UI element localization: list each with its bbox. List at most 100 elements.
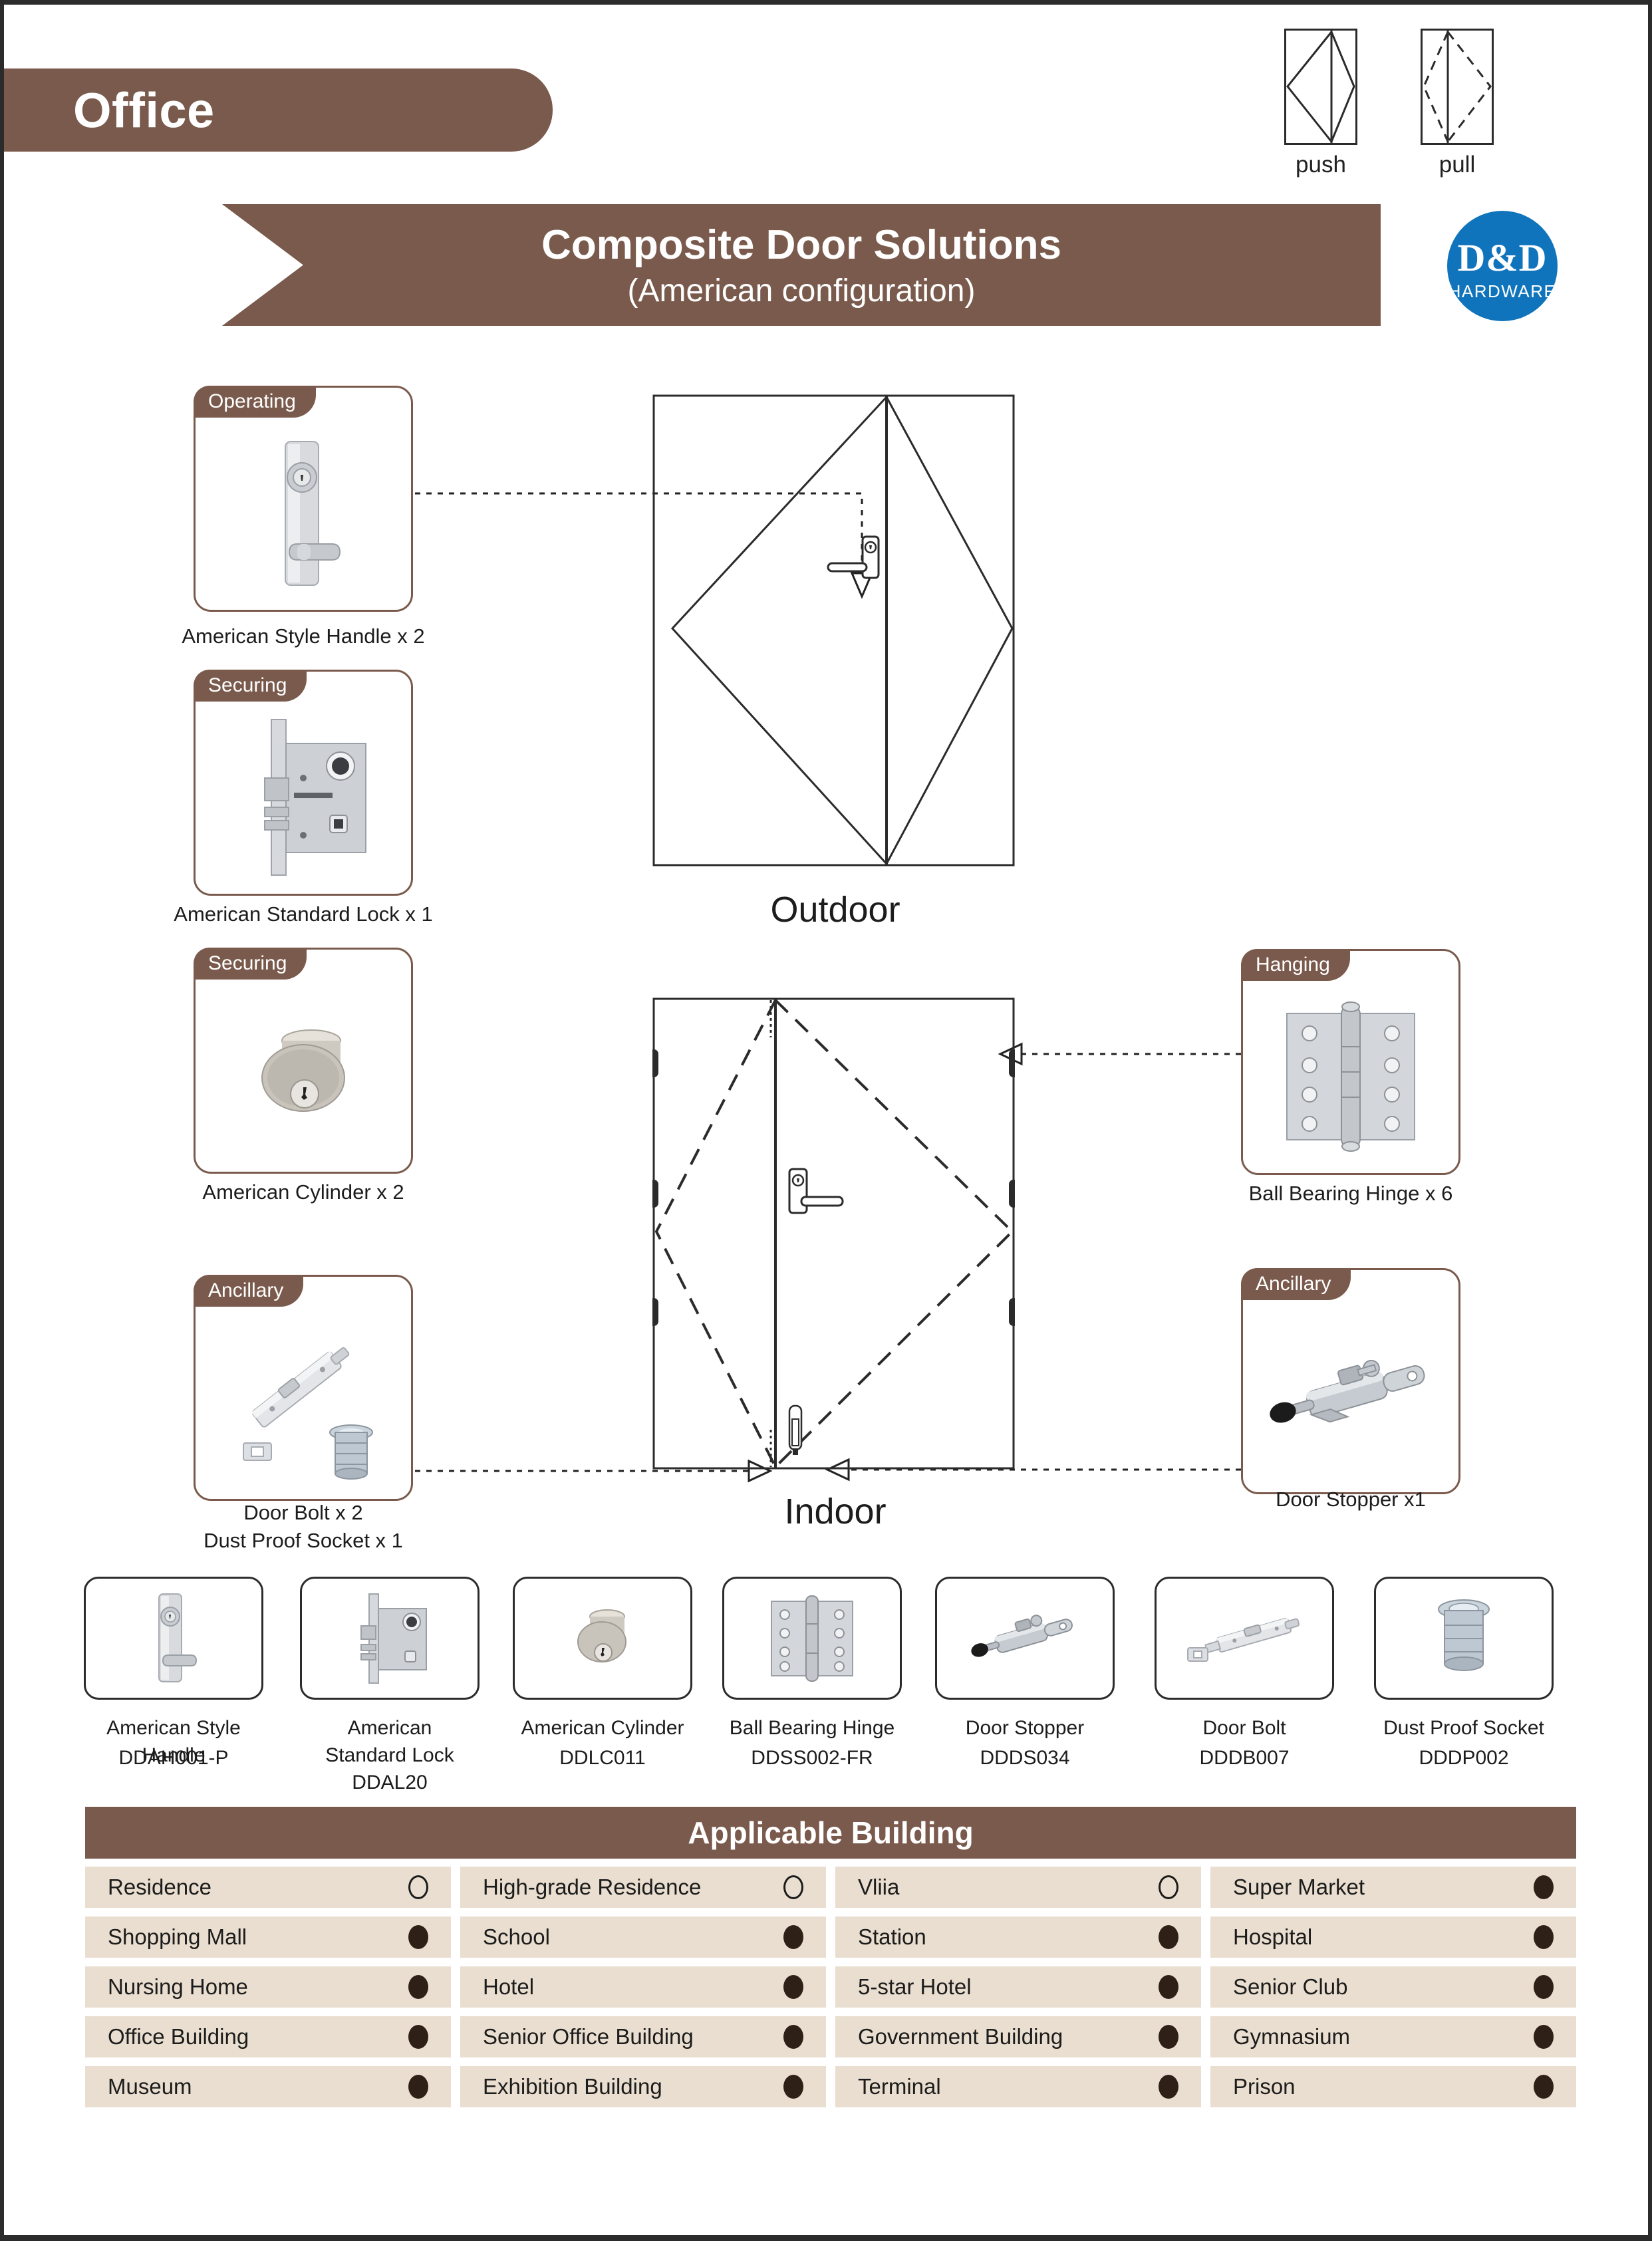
product-card[interactable] [513, 1577, 692, 1700]
product-model: DDDP002 [1419, 1747, 1509, 1769]
door-stopper-icon [971, 1614, 1073, 1657]
callout-card-ancillary-stopper[interactable]: Ancillary [1241, 1268, 1460, 1494]
building-cell[interactable]: Shopping Mall [85, 1916, 451, 1958]
product-card[interactable] [300, 1577, 480, 1700]
product-card[interactable] [1374, 1577, 1554, 1700]
building-label: Museum [108, 2074, 192, 2099]
callout-card-securing-lock[interactable]: Securing [194, 670, 413, 896]
lever-handle-icon [196, 422, 411, 604]
building-cell[interactable]: Residence [85, 1867, 451, 1908]
building-cell[interactable]: Senior Office Building [460, 2016, 826, 2057]
building-cell[interactable]: Station [835, 1916, 1201, 1958]
building-cell[interactable]: High-grade Residence [460, 1867, 826, 1908]
callout-caption: American Cylinder x 2 [202, 1180, 404, 1204]
building-label: Exhibition Building [483, 2074, 662, 2099]
banner-subtitle: (American configuration) [627, 273, 976, 309]
callout-card-operating-handle[interactable]: Operating [194, 386, 413, 612]
callout-card-hanging-hinge[interactable]: Hanging [1241, 949, 1460, 1175]
building-cell[interactable]: Office Building [85, 2016, 451, 2057]
building-cell[interactable]: Nursing Home [85, 1966, 451, 2008]
building-label: Nursing Home [108, 1974, 248, 1999]
building-label: Station [858, 1924, 926, 1949]
pull-diagram: pull [1421, 29, 1494, 178]
building-cell[interactable]: Prison [1210, 2066, 1576, 2107]
category-tab-label: Office [73, 82, 215, 138]
product-strip: American Style Handle DDAH001-P American… [77, 1577, 1587, 1796]
product-card[interactable] [84, 1577, 263, 1700]
callout-caption-line2: Dust Proof Socket x 1 [204, 1529, 403, 1552]
product-card[interactable] [935, 1577, 1115, 1700]
building-label: Vliia [858, 1875, 900, 1899]
table-row: Office Building Senior Office Building Gov… [85, 2016, 1576, 2057]
callout-tag: Ancillary [1241, 1268, 1351, 1300]
building-cell[interactable]: School [460, 1916, 826, 1958]
building-cell[interactable]: Senior Club [1210, 1966, 1576, 2008]
building-label: Gymnasium [1233, 2024, 1351, 2049]
building-label: Shopping Mall [108, 1924, 247, 1949]
indoor-door-diagram [652, 997, 1015, 1470]
lever-handle-icon [158, 1593, 198, 1682]
building-cell[interactable]: Terminal [835, 2066, 1201, 2107]
hollow-marker-icon [408, 1875, 428, 1899]
building-cell[interactable]: Government Building [835, 2016, 1201, 2057]
filled-marker-icon [1534, 1975, 1554, 1999]
building-label: Senior Office Building [483, 2024, 694, 2049]
hinge-icon [771, 1595, 853, 1682]
product-model: DDAH001-P [118, 1747, 229, 1769]
callout-card-securing-cylinder[interactable]: Securing [194, 948, 413, 1174]
callout-caption: Ball Bearing Hinge x 6 [1248, 1182, 1453, 1205]
building-cell[interactable]: Vliia [835, 1867, 1201, 1908]
callout-tag: Ancillary [194, 1275, 304, 1307]
door-bolt-icon [1187, 1617, 1300, 1662]
product-name-line2: Standard Lock [325, 1744, 454, 1766]
callout-tag: Operating [194, 386, 316, 418]
filled-marker-icon [408, 2025, 428, 2049]
product-name: American Style Handle [106, 1717, 241, 1766]
building-cell[interactable]: Super Market [1210, 1867, 1576, 1908]
product-name: Door Bolt [1202, 1717, 1286, 1739]
filled-marker-icon [1534, 2025, 1554, 2049]
building-cell[interactable]: 5-star Hotel [835, 1966, 1201, 2008]
product-name-line1: American [347, 1717, 432, 1739]
filled-marker-icon [1534, 1925, 1554, 1949]
callout-card-ancillary-bolt[interactable]: Ancillary [194, 1275, 413, 1501]
pull-label: pull [1439, 152, 1476, 178]
product-card[interactable] [722, 1577, 902, 1700]
building-cell[interactable]: Gymnasium [1210, 2016, 1576, 2057]
pull-door-icon [1421, 29, 1494, 145]
product-name: American Cylinder [521, 1717, 684, 1739]
building-label: Government Building [858, 2024, 1063, 2049]
product-card[interactable] [1155, 1577, 1334, 1700]
building-cell[interactable]: Museum [85, 2066, 451, 2107]
product-name: Door Stopper [965, 1717, 1085, 1739]
filled-marker-icon [408, 1925, 428, 1949]
product-model: DDLC011 [559, 1747, 646, 1769]
building-label: Prison [1233, 2074, 1296, 2099]
product-model: DDAL20 [352, 1772, 428, 1793]
building-label: Hospital [1233, 1924, 1313, 1949]
push-door-icon [1284, 29, 1357, 145]
building-label: Super Market [1233, 1875, 1365, 1899]
push-diagram: push [1284, 29, 1357, 178]
filled-marker-icon [783, 2075, 803, 2099]
building-label: Hotel [483, 1974, 535, 1999]
cylinder-icon [196, 984, 411, 1166]
push-label: push [1296, 152, 1346, 178]
product-model: DDDB007 [1199, 1747, 1290, 1769]
building-cell[interactable]: Hotel [460, 1966, 826, 2008]
building-cell[interactable]: Exhibition Building [460, 2066, 826, 2107]
banner-shape [222, 204, 1381, 326]
filled-marker-icon [783, 1925, 803, 1949]
callout-caption: Door Stopper x1 [1276, 1488, 1426, 1511]
applicable-building-title: Applicable Building [85, 1807, 1576, 1859]
category-tab-office: Office [4, 68, 553, 152]
brand-subtitle: HARDWARE [1448, 281, 1557, 301]
door-stopper-icon [1243, 1305, 1458, 1487]
building-cell[interactable]: Hospital [1210, 1916, 1576, 1958]
filled-marker-icon [1534, 1875, 1554, 1899]
